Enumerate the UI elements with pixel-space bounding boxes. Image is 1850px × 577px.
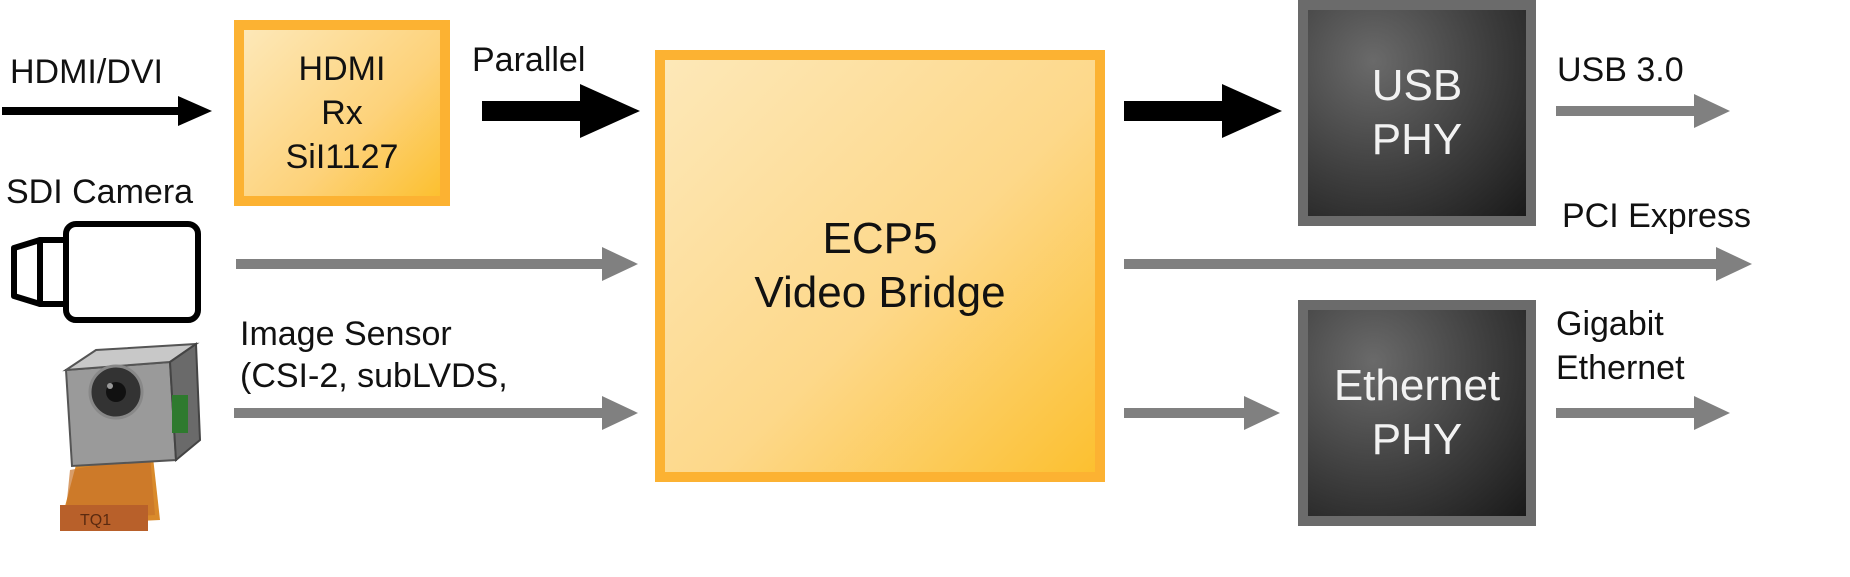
image-sensor-module-icon: TQ1 bbox=[60, 342, 202, 531]
hdmi-rx-line-2: Rx bbox=[321, 94, 363, 132]
input-label-sdi-camera: SDI Camera bbox=[6, 173, 194, 211]
output-label-usb: USB 3.0 bbox=[1557, 51, 1684, 89]
usb-phy-line-2: PHY bbox=[1371, 115, 1463, 164]
label-parallel: Parallel bbox=[472, 41, 586, 79]
input-label-hdmi-dvi: HDMI/DVI bbox=[10, 53, 163, 91]
arrow-to-usb-phy bbox=[1124, 84, 1282, 138]
ethernet-phy-block: Ethernet PHY bbox=[1298, 300, 1536, 526]
hdmi-rx-line-1: HDMI bbox=[298, 50, 386, 88]
input-label-image-sensor-interfaces: (CSI-2, subLVDS, bbox=[240, 357, 508, 394]
arrow-gige-output bbox=[1556, 396, 1730, 430]
arrow-pcie-output bbox=[1124, 247, 1752, 281]
ecp5-line-1: ECP5 bbox=[822, 214, 938, 263]
video-camera-icon bbox=[11, 221, 201, 323]
svg-text:TQ1: TQ1 bbox=[80, 512, 111, 529]
ecp5-video-bridge-block: ECP5 Video Bridge bbox=[655, 50, 1105, 482]
output-label-gigabit: Gigabit bbox=[1556, 305, 1664, 343]
ethernet-phy-line-2: PHY bbox=[1371, 415, 1463, 464]
output-label-ethernet: Ethernet bbox=[1556, 349, 1685, 387]
ethernet-phy-line-1: Ethernet bbox=[1333, 361, 1501, 410]
input-label-image-sensor: Image Sensor bbox=[240, 315, 452, 353]
arrow-sdi-camera bbox=[236, 247, 638, 281]
arrow-usb-output bbox=[1556, 94, 1730, 128]
hdmi-rx-block: HDMI Rx SiI1127 bbox=[234, 20, 450, 206]
hdmi-rx-line-3: SiI1127 bbox=[285, 138, 399, 176]
output-label-pcie: PCI Express bbox=[1562, 197, 1751, 235]
arrow-image-sensor bbox=[234, 396, 638, 430]
arrow-to-ethernet-phy bbox=[1124, 396, 1280, 430]
usb-phy-block: USB PHY bbox=[1298, 0, 1536, 226]
usb-phy-line-1: USB bbox=[1371, 61, 1463, 110]
arrow-hdmi-input bbox=[2, 96, 212, 126]
arrow-parallel bbox=[482, 84, 640, 138]
ecp5-line-2: Video Bridge bbox=[754, 268, 1006, 317]
